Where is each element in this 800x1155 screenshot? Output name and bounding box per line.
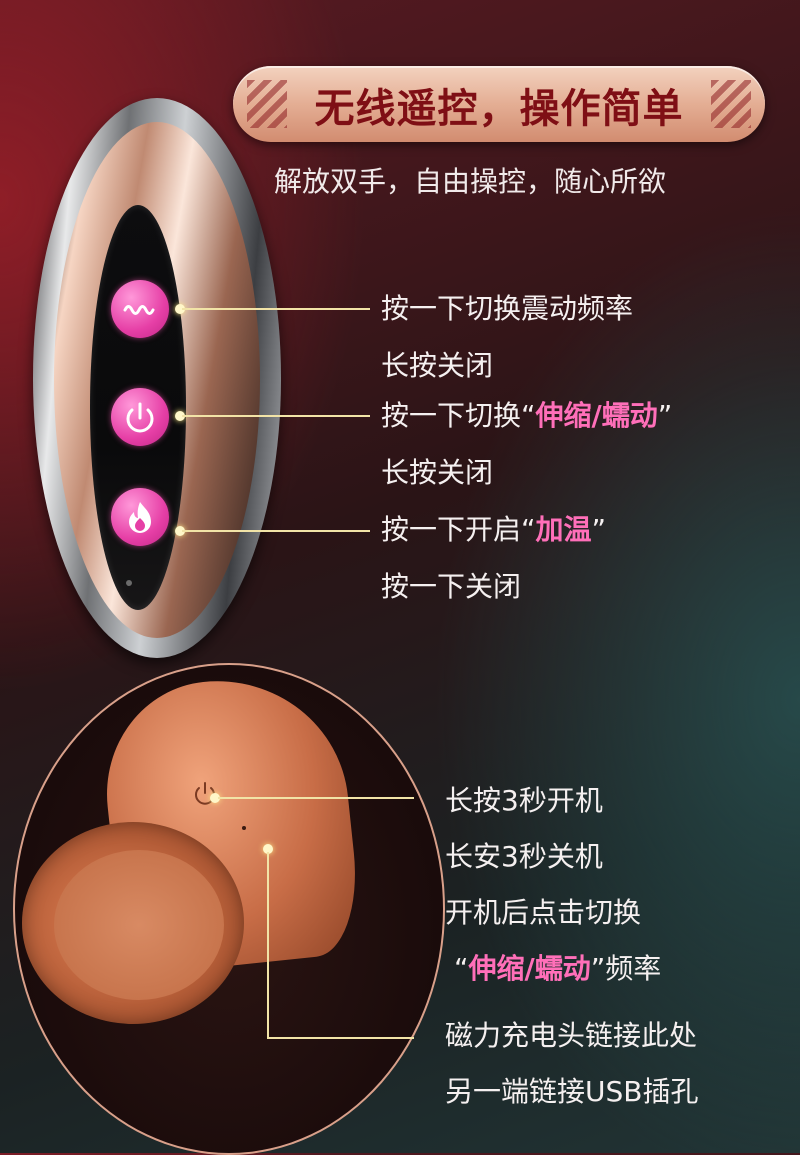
banner-title: 无线遥控，操作简单 xyxy=(314,86,684,132)
wave-icon xyxy=(123,305,155,315)
flame-icon xyxy=(129,502,151,533)
leader-dot xyxy=(263,844,273,854)
power-sub-label: 长按关闭 xyxy=(381,456,494,489)
switch-label: 开机后点击切换 xyxy=(445,896,642,929)
power-icon xyxy=(126,402,154,433)
quote-open: “ xyxy=(521,399,536,432)
power-on-label: 长按3秒开机 xyxy=(445,784,603,817)
power-icon xyxy=(195,782,215,805)
subtitle: 解放双手，自由操控，随心所欲 xyxy=(274,165,667,198)
heat-sub-label: 按一下关闭 xyxy=(381,570,522,603)
mode-label: “伸缩/蠕动”频率 xyxy=(454,955,661,983)
quote-open: “ xyxy=(454,952,469,985)
leader-line xyxy=(182,415,370,417)
power-off-label: 长安3秒关机 xyxy=(445,840,603,873)
heat-button[interactable] xyxy=(111,488,169,546)
vibration-sub-label: 长按关闭 xyxy=(381,349,494,382)
leader-dot xyxy=(175,526,185,536)
quote-close: ” xyxy=(590,952,606,985)
power-label-prefix: 按一下切换 xyxy=(381,399,522,432)
heat-label-highlight: 加温 xyxy=(535,513,592,546)
leader-dot xyxy=(210,793,220,803)
quote-open: “ xyxy=(521,513,536,546)
power-label: 按一下切换“伸缩/蠕动” xyxy=(381,402,672,430)
mode-label-suffix: 频率 xyxy=(605,952,662,985)
quote-close: ” xyxy=(591,513,607,546)
mode-label-highlight: 伸缩/蠕动 xyxy=(468,952,591,985)
quote-close: ” xyxy=(657,399,673,432)
title-banner: 无线遥控，操作简单 xyxy=(233,66,765,142)
vibration-button[interactable] xyxy=(111,280,169,338)
power-label-highlight: 伸缩/蠕动 xyxy=(535,399,658,432)
suction-cup-inner xyxy=(54,850,224,1000)
indicator-light xyxy=(126,580,132,586)
heat-label: 按一下开启“加温” xyxy=(381,516,606,544)
leader-line xyxy=(218,797,414,799)
leader-dot xyxy=(175,304,185,314)
power-button[interactable] xyxy=(111,388,169,446)
leader-line xyxy=(182,530,370,532)
leader-line xyxy=(267,1037,414,1039)
leader-line xyxy=(267,852,269,1039)
charging-pin xyxy=(242,826,246,830)
heat-label-prefix: 按一下开启 xyxy=(381,513,522,546)
vibration-label: 按一下切换震动频率 xyxy=(381,292,634,325)
leader-line xyxy=(182,308,370,310)
usb-label: 另一端链接USB插孔 xyxy=(445,1075,699,1108)
leader-dot xyxy=(175,411,185,421)
charge-label: 磁力充电头链接此处 xyxy=(445,1019,698,1052)
